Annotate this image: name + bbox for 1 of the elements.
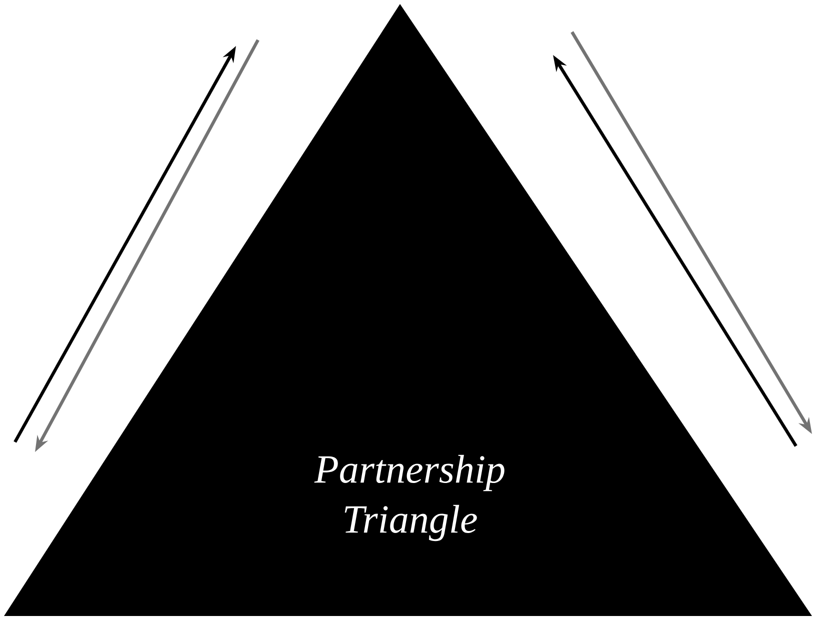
triangle: Partnership Triangle bbox=[4, 4, 812, 616]
